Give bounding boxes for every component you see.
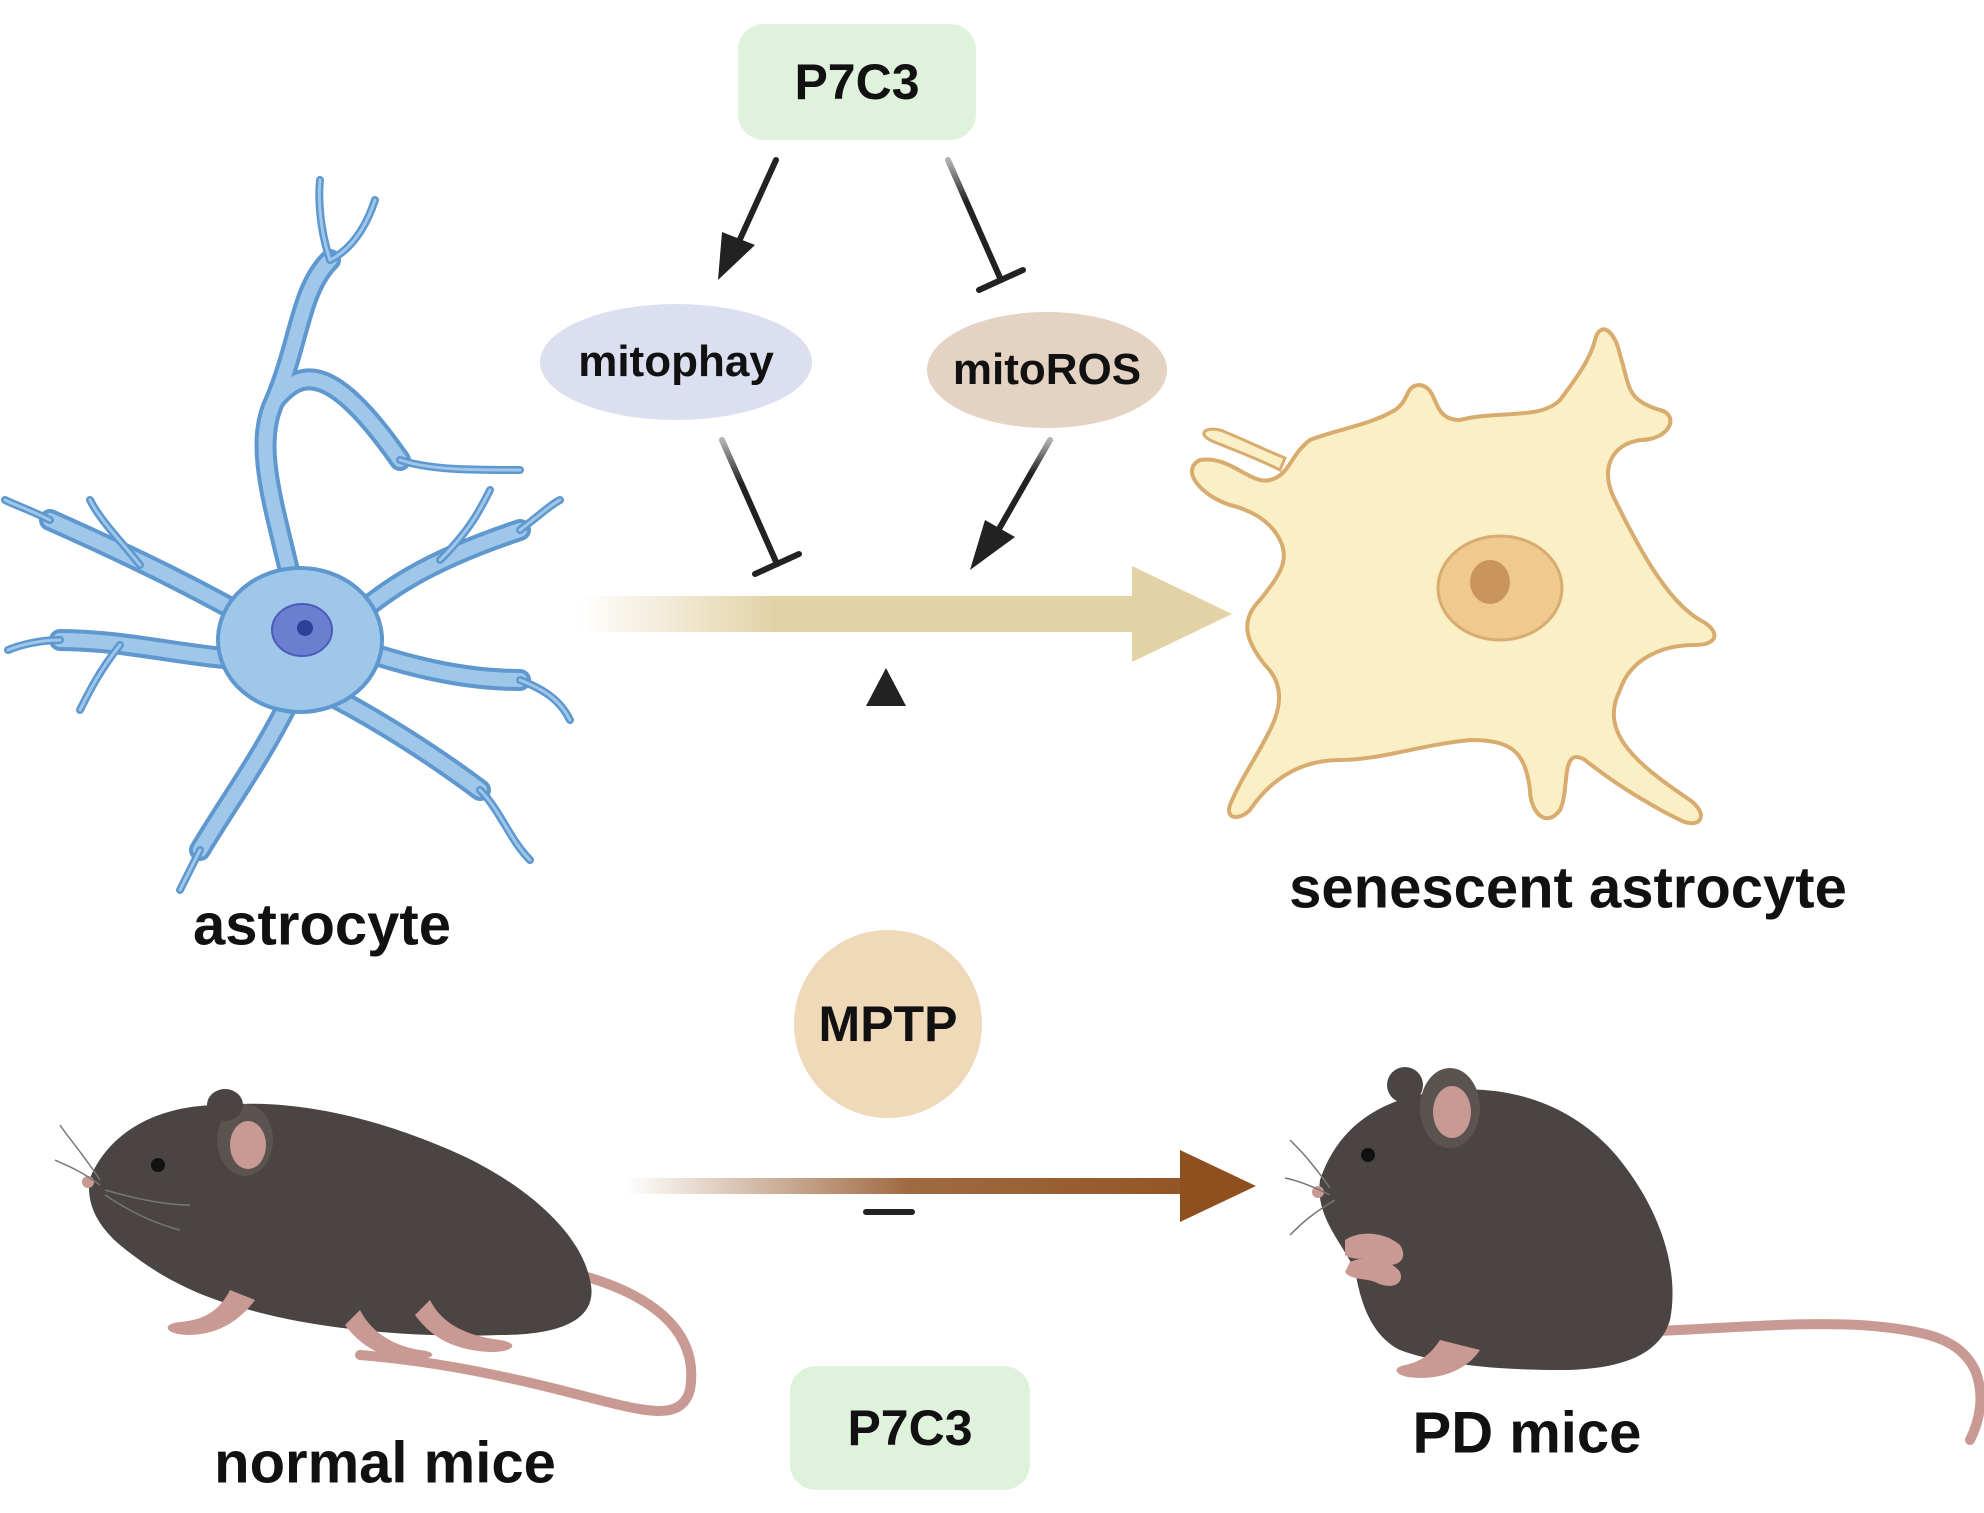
mptp-circle <box>794 930 982 1118</box>
p7c3-top-box <box>738 24 976 140</box>
p7c3-top-label: P7C3 <box>794 54 920 110</box>
mptp-label: MPTP <box>818 996 958 1052</box>
p7c3-inhibits-pd-arrow <box>863 1209 915 1353</box>
senescent-astrocyte-icon <box>1190 327 1717 826</box>
p7c3-inhibits-mitoros-arrow <box>945 157 1026 293</box>
p7c3-activates-mitophagy-arrow <box>718 157 779 280</box>
pd-mice-label: PD mice <box>1412 1400 1642 1466</box>
pd-mouse-icon <box>1284 1067 1984 1445</box>
astrocyte-label: astrocyte <box>193 892 451 958</box>
astrocyte-icon <box>1 176 574 894</box>
mitophagy-label: mitophay <box>578 337 774 386</box>
senescent-astrocyte-label: senescent astrocyte <box>1289 855 1847 921</box>
mitoros-activates-senescence-arrow <box>970 437 1053 570</box>
mitoros-label: mitoROS <box>952 345 1142 394</box>
p7c3-bottom-label: P7C3 <box>847 1400 973 1456</box>
mitoros-ellipse <box>927 312 1167 428</box>
senescence-arrow <box>580 566 1232 662</box>
normal-mouse-icon <box>54 1089 697 1416</box>
pd-progression-arrow <box>625 1150 1256 1222</box>
normal-mice-label: normal mice <box>214 1430 556 1496</box>
mitophagy-inhibits-senescence-arrow <box>719 437 802 577</box>
p7c3-bottom-box <box>790 1366 1030 1490</box>
mitophagy-ellipse <box>540 304 812 420</box>
mptp-activates-senescence-arrow <box>866 668 906 933</box>
